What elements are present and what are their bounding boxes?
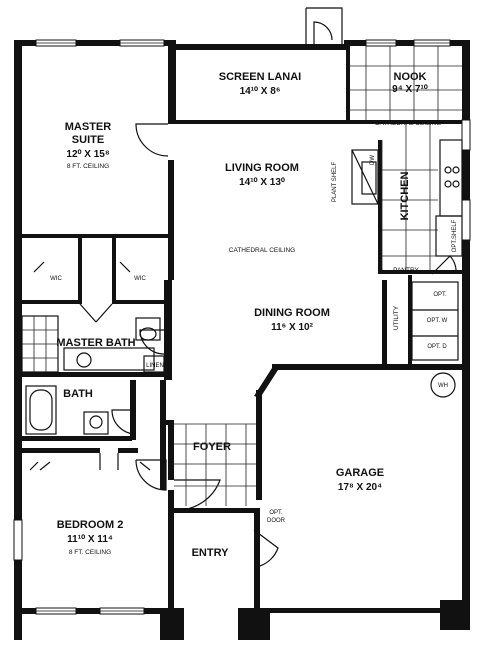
garage-dims: 17⁸ X 20⁴ bbox=[338, 482, 382, 493]
master-suite-name-2: SUITE bbox=[72, 134, 104, 146]
opt-shelf-label: OPT.SHELF bbox=[452, 219, 458, 252]
linen-label: LINEN bbox=[146, 363, 164, 369]
foyer-name: FOYER bbox=[193, 441, 231, 453]
nook-cathedral-ceiling: CATHEDRAL CEILING bbox=[375, 120, 441, 127]
master-suite-name-1: MASTER bbox=[65, 121, 112, 133]
garage-name: GARAGE bbox=[336, 467, 384, 479]
lanai-door bbox=[305, 7, 343, 44]
windows bbox=[13, 39, 471, 615]
master-suite-ceiling: 8 FT. CEILING bbox=[67, 163, 109, 170]
interior-walls bbox=[22, 46, 462, 610]
plant-shelf-label: PLANT SHELF bbox=[332, 162, 338, 203]
dw-label: DW bbox=[370, 155, 376, 165]
water-heater-label: WH bbox=[438, 383, 448, 389]
bath-name: BATH bbox=[63, 388, 93, 400]
bedroom2-name: BEDROOM 2 bbox=[57, 519, 124, 531]
entry-name: ENTRY bbox=[192, 547, 230, 559]
living-cathedral-ceiling: CATHEDRAL CEILING bbox=[229, 247, 295, 254]
master-bath-name: MASTER BATH bbox=[56, 337, 135, 349]
utility-label: UTILITY bbox=[393, 305, 400, 330]
door-swings bbox=[29, 123, 279, 567]
room-labels: SCREEN LANAI 14¹⁰ X 8⁶ NOOK 9⁴ X 7¹⁰ CAT… bbox=[50, 71, 458, 559]
master-suite-dims: 12⁰ X 15⁸ bbox=[66, 149, 109, 160]
living-room-name: LIVING ROOM bbox=[225, 162, 299, 174]
wic-left-label: WIC bbox=[50, 276, 62, 282]
dining-room-name: DINING ROOM bbox=[254, 307, 330, 319]
nook-name: NOOK bbox=[394, 71, 427, 83]
dining-room-dims: 11⁶ X 10² bbox=[271, 322, 314, 333]
kitchen-name: KITCHEN bbox=[399, 172, 411, 221]
screen-lanai-name: SCREEN LANAI bbox=[219, 71, 302, 83]
nook-dims: 9⁴ X 7¹⁰ bbox=[392, 84, 428, 95]
pantry-label: PANTRY bbox=[393, 267, 419, 274]
floor-tiles bbox=[21, 46, 462, 506]
bedroom2-ceiling: 8 FT. CEILING bbox=[69, 549, 111, 556]
opt-d-label: OPT. D bbox=[427, 344, 447, 350]
wic-right-label: WIC bbox=[134, 276, 146, 282]
living-room-dims: 14¹⁰ X 13⁰ bbox=[239, 177, 285, 188]
opt-label: OPT. bbox=[433, 292, 447, 298]
fixtures bbox=[25, 139, 463, 435]
opt-w-label: OPT. W bbox=[427, 318, 448, 324]
bedroom2-dims: 11¹⁰ X 11⁴ bbox=[67, 534, 113, 545]
opt-door-label-2: DOOR bbox=[267, 518, 286, 524]
screen-lanai-dims: 14¹⁰ X 8⁶ bbox=[240, 86, 281, 97]
opt-door-label-1: OPT. bbox=[269, 510, 283, 516]
